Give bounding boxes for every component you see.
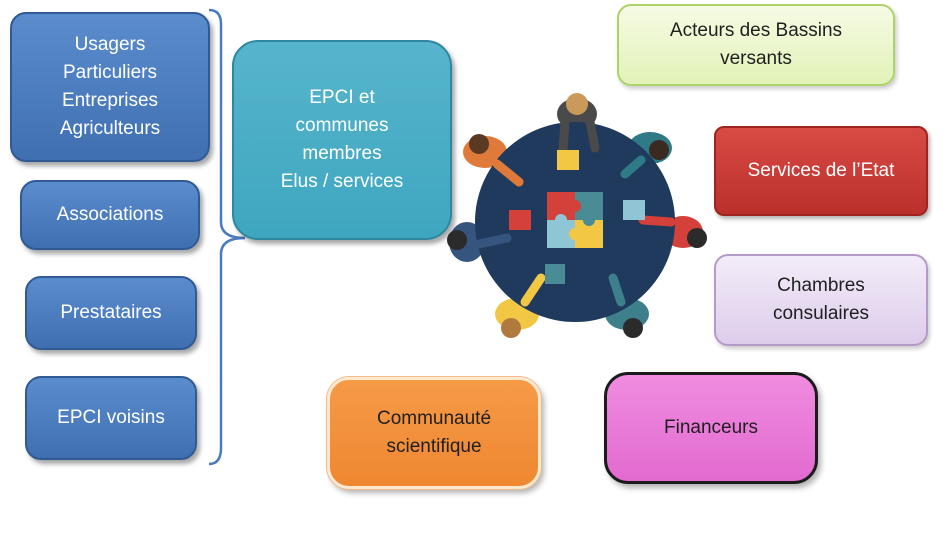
actor-box-associations: Associations <box>20 180 200 250</box>
actor-box-usagers: Usagers Particuliers Entreprises Agricul… <box>10 12 210 162</box>
actor-box-prestataires: Prestataires <box>25 276 197 350</box>
actor-label-line: Entreprises <box>61 90 159 111</box>
actor-label-line: Chambres <box>777 275 865 296</box>
actor-label-line: Financeurs <box>664 417 758 438</box>
actor-label-line: Communauté <box>376 408 492 429</box>
actor-label-line: Elus / services <box>280 171 404 192</box>
actor-box-chambres-consulaires: Chambres consulaires <box>714 254 928 346</box>
actor-box-epci-communes: EPCI et communes membres Elus / services <box>232 40 452 240</box>
curly-bracket-icon <box>208 8 246 466</box>
actor-box-bassins-versants: Acteurs des Bassins versants <box>617 4 895 86</box>
actor-box-communaute-scientifique: Communauté scientifique <box>327 377 541 489</box>
actor-label-line: Services de l’Etat <box>747 160 895 181</box>
actor-label-line: membres <box>302 143 382 164</box>
actor-label-line: Usagers <box>74 34 146 55</box>
actor-box-financeurs: Financeurs <box>604 372 818 484</box>
actor-label-line: scientifique <box>386 436 482 457</box>
actor-label-line: Agriculteurs <box>59 118 161 139</box>
actor-label-line: EPCI voisins <box>57 407 165 428</box>
actor-box-epci-voisins: EPCI voisins <box>25 376 197 460</box>
actor-label-line: Particuliers <box>63 62 157 83</box>
actor-label-line: Associations <box>56 204 164 225</box>
actor-label-line: consulaires <box>772 303 870 324</box>
round-table-puzzle-meeting-icon <box>447 93 707 338</box>
actor-label-line: Acteurs des Bassins <box>669 20 843 41</box>
actor-box-services-etat: Services de l’Etat <box>714 126 928 216</box>
actor-label-line: versants <box>720 48 792 69</box>
actor-label-line: EPCI et <box>309 87 375 108</box>
actor-label-line: communes <box>295 115 389 136</box>
actor-label-line: Prestataires <box>60 302 162 323</box>
